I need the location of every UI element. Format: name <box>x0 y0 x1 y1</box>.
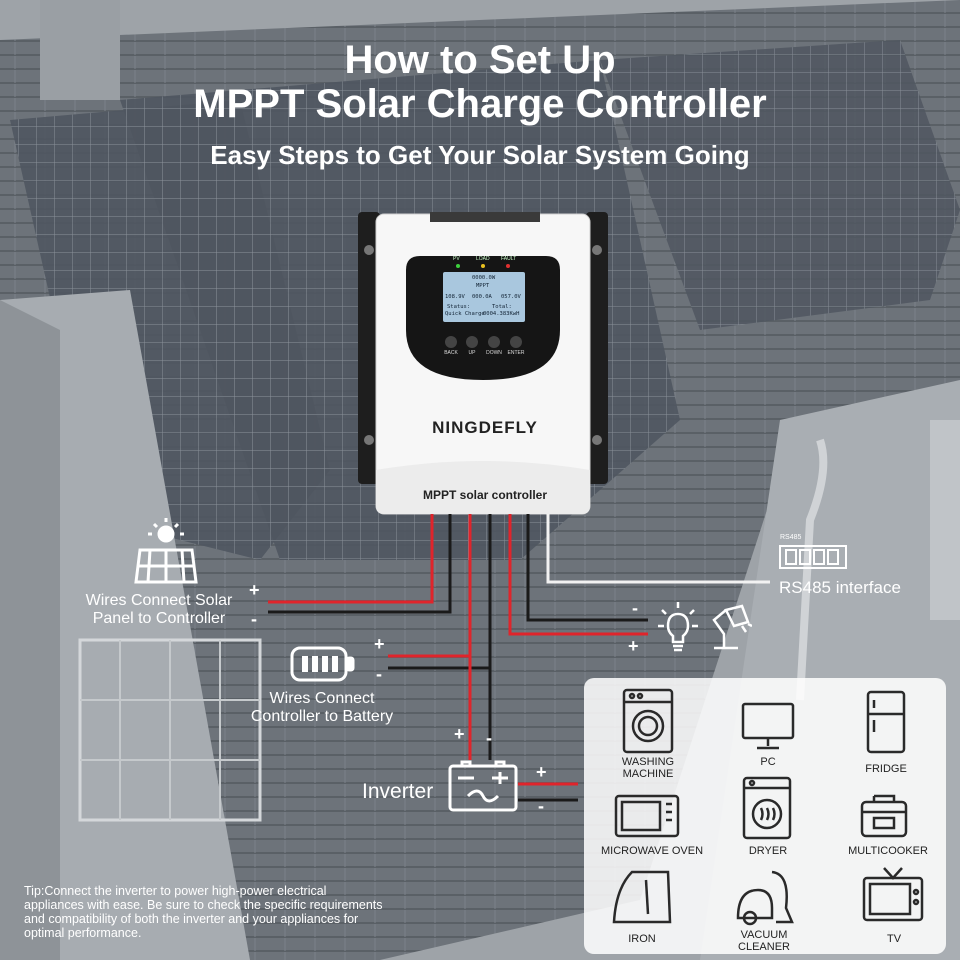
rs485-label: RS485 interface <box>779 578 901 597</box>
lcd-left-value: 108.9V <box>445 294 465 300</box>
appliance-multicooker: MULTICOOKER <box>848 845 928 857</box>
inverter-plus-sign: + <box>454 724 465 744</box>
wire-load-positive <box>508 514 648 636</box>
lcd-screen <box>443 272 525 322</box>
washing-machine-icon <box>622 688 674 754</box>
rs485-port-tag: RS485 <box>780 534 802 541</box>
solar-connection-label: Wires Connect Solar Panel to Controller <box>85 592 233 627</box>
wire-battery-positive <box>388 514 472 658</box>
lcd-total-label: Total: <box>492 304 512 310</box>
back-button <box>445 336 457 348</box>
lcd-total-value: 0004.383KwH <box>483 311 520 317</box>
dryer-icon <box>742 776 792 840</box>
inverter-minus-sign: - <box>486 728 492 748</box>
solar-minus-sign: - <box>251 609 257 629</box>
indicator-load: LOAD <box>476 256 490 262</box>
up-button-label: UP <box>468 350 476 356</box>
multicooker-icon <box>860 794 908 838</box>
wire-rs485 <box>546 514 770 584</box>
appliance-washing-machine: WASHING MACHINE <box>621 756 675 780</box>
back-button-label: BACK <box>444 350 458 356</box>
solar-array-right <box>600 40 960 330</box>
appliance-dryer: DRYER <box>748 845 788 857</box>
wire-battery-negative <box>388 514 492 670</box>
tip-text: Tip:Connect the inverter to power high-p… <box>24 884 383 940</box>
up-button <box>466 336 478 348</box>
title-line-1: How to Set Up <box>344 38 616 82</box>
down-button-label: DOWN <box>486 350 502 356</box>
wire-solar-negative <box>268 514 452 614</box>
vacuum-cleaner-icon <box>736 870 794 926</box>
inverter-icon <box>448 760 518 812</box>
lcd-center-value: 000.0A <box>472 294 492 300</box>
appliance-tv: TV <box>886 933 902 945</box>
enter-button-label: ENTER <box>507 350 525 356</box>
appliance-fridge: FRIDGE <box>865 763 907 775</box>
appliances-panel <box>584 678 946 954</box>
controller-model-label: MPPT solar controller <box>422 488 548 502</box>
lcd-status-value: Quick Charge <box>445 311 485 317</box>
wire-load-negative <box>526 514 648 622</box>
output-minus-sign: - <box>538 796 544 816</box>
light-bulb-icon <box>658 602 698 652</box>
down-button <box>488 336 500 348</box>
inverter-label: Inverter <box>362 780 434 803</box>
appliance-vacuum: VACUUM CLEANER <box>738 929 790 953</box>
rs485-port-icon <box>779 545 847 569</box>
pc-icon <box>741 702 795 750</box>
solar-panel-icon <box>134 518 198 584</box>
desk-lamp-icon <box>712 604 752 650</box>
appliance-pc: PC <box>760 756 776 768</box>
battery-icon <box>290 646 355 682</box>
solar-plus-sign: + <box>249 580 260 600</box>
subtitle: Easy Steps to Get Your Solar System Goin… <box>210 140 750 170</box>
battery-plus-sign: + <box>374 634 385 654</box>
enter-button <box>510 336 522 348</box>
lcd-right-value: 057.0V <box>501 294 521 300</box>
indicator-pv: PV <box>453 256 460 262</box>
appliance-iron: IRON <box>628 933 656 945</box>
title-line-2: MPPT Solar Charge Controller <box>193 82 767 126</box>
brand-logo: NINGDEFLY <box>432 418 538 437</box>
lcd-top-value: 0000.0W <box>472 275 496 281</box>
microwave-icon <box>614 794 680 838</box>
tv-icon <box>862 867 924 922</box>
iron-icon <box>612 870 672 924</box>
indicator-fault: FAULT <box>501 256 517 262</box>
output-plus-sign: + <box>536 762 547 782</box>
battery-minus-sign: - <box>376 664 382 684</box>
load-minus-sign: - <box>632 598 638 618</box>
appliance-microwave: MICROWAVE OVEN <box>600 845 704 857</box>
lcd-mode: MPPT <box>476 283 490 289</box>
wire-solar-positive <box>268 514 434 604</box>
fridge-icon <box>866 690 906 754</box>
lcd-status-label: Status: <box>447 304 471 310</box>
battery-connection-label: Wires Connect Controller to Battery <box>250 690 394 725</box>
load-plus-sign: + <box>628 636 639 656</box>
